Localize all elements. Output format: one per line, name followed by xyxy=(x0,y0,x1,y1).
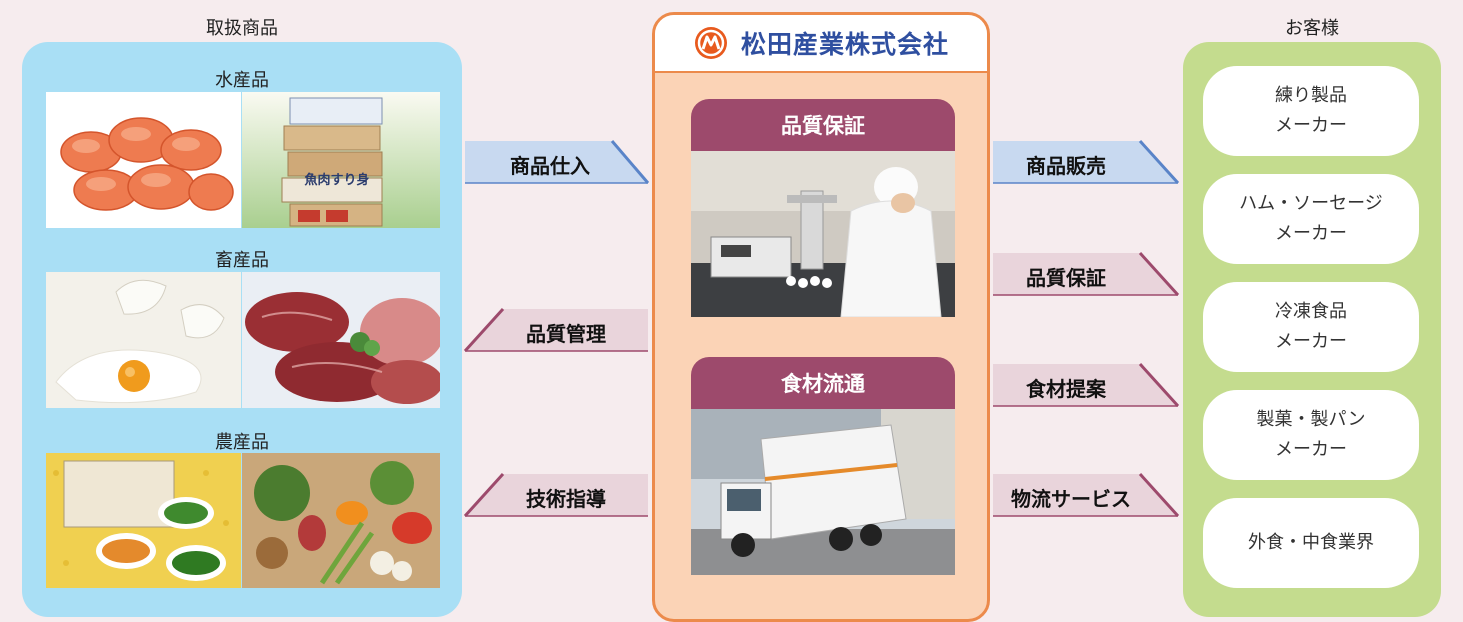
category-title-produce: 農産品 xyxy=(215,432,269,453)
package-label: 魚肉すり身 xyxy=(304,173,370,188)
arrow-label-quality-assurance: 品質保証 xyxy=(1026,266,1106,290)
arrow-label-logistics-service: 物流サービス xyxy=(1011,487,1131,511)
company-header: 松田産業株式会社 xyxy=(655,15,987,73)
company-name: 松田産業株式会社 xyxy=(740,30,949,59)
customer-line2: メーカー xyxy=(1275,439,1347,460)
lab-photo xyxy=(691,151,955,317)
customer-line1: 製菓・製パン xyxy=(1256,409,1366,430)
section-tab-food-distribution: 食材流通 xyxy=(691,357,955,409)
customer-line2: メーカー xyxy=(1275,115,1347,136)
right-column-title: お客様 xyxy=(1285,18,1339,39)
arrow-label-technical-guidance: 技術指導 xyxy=(526,487,606,511)
customer-line2: メーカー xyxy=(1275,223,1347,244)
company-logo-icon xyxy=(694,27,727,59)
left-column-title: 取扱商品 xyxy=(206,18,278,39)
customer-confectionery: 製菓・製パン メーカー xyxy=(1203,390,1419,480)
fresh-vegetables-photo xyxy=(242,453,440,588)
egg-photo xyxy=(46,272,241,408)
customer-frozen-food: 冷凍食品 メーカー xyxy=(1203,282,1419,372)
customer-fish-paste: 練り製品 メーカー xyxy=(1203,66,1419,156)
section-tab-quality-assurance: 品質保証 xyxy=(691,99,955,151)
customer-line1: 練り製品 xyxy=(1275,85,1347,106)
customer-food-service: 外食・中食業界 xyxy=(1203,498,1419,588)
customer-line1: ハム・ソーセージ xyxy=(1239,193,1383,214)
arrow-label-purchase: 商品仕入 xyxy=(510,154,590,178)
category-title-seafood: 水産品 xyxy=(215,70,269,91)
company-panel: 松田産業株式会社 品質保証 食材流通 xyxy=(652,12,990,622)
category-title-livestock: 畜産品 xyxy=(215,250,269,271)
customer-ham-sausage: ハム・ソーセージ メーカー xyxy=(1203,174,1419,264)
frozen-vegetables-photo xyxy=(46,453,241,588)
customer-line1: 冷凍食品 xyxy=(1275,301,1347,322)
arrow-label-sales: 商品販売 xyxy=(1026,154,1106,178)
surimi-boxes-photo xyxy=(242,92,440,228)
customer-line1: 外食・中食業界 xyxy=(1248,532,1374,553)
meat-photo xyxy=(242,272,440,408)
customer-line2: メーカー xyxy=(1275,331,1347,352)
arrow-label-quality-control: 品質管理 xyxy=(526,322,606,346)
arrow-label-ingredient-proposal: 食材提案 xyxy=(1026,377,1106,401)
shrimp-photo xyxy=(46,92,241,228)
truck-photo xyxy=(691,409,955,575)
